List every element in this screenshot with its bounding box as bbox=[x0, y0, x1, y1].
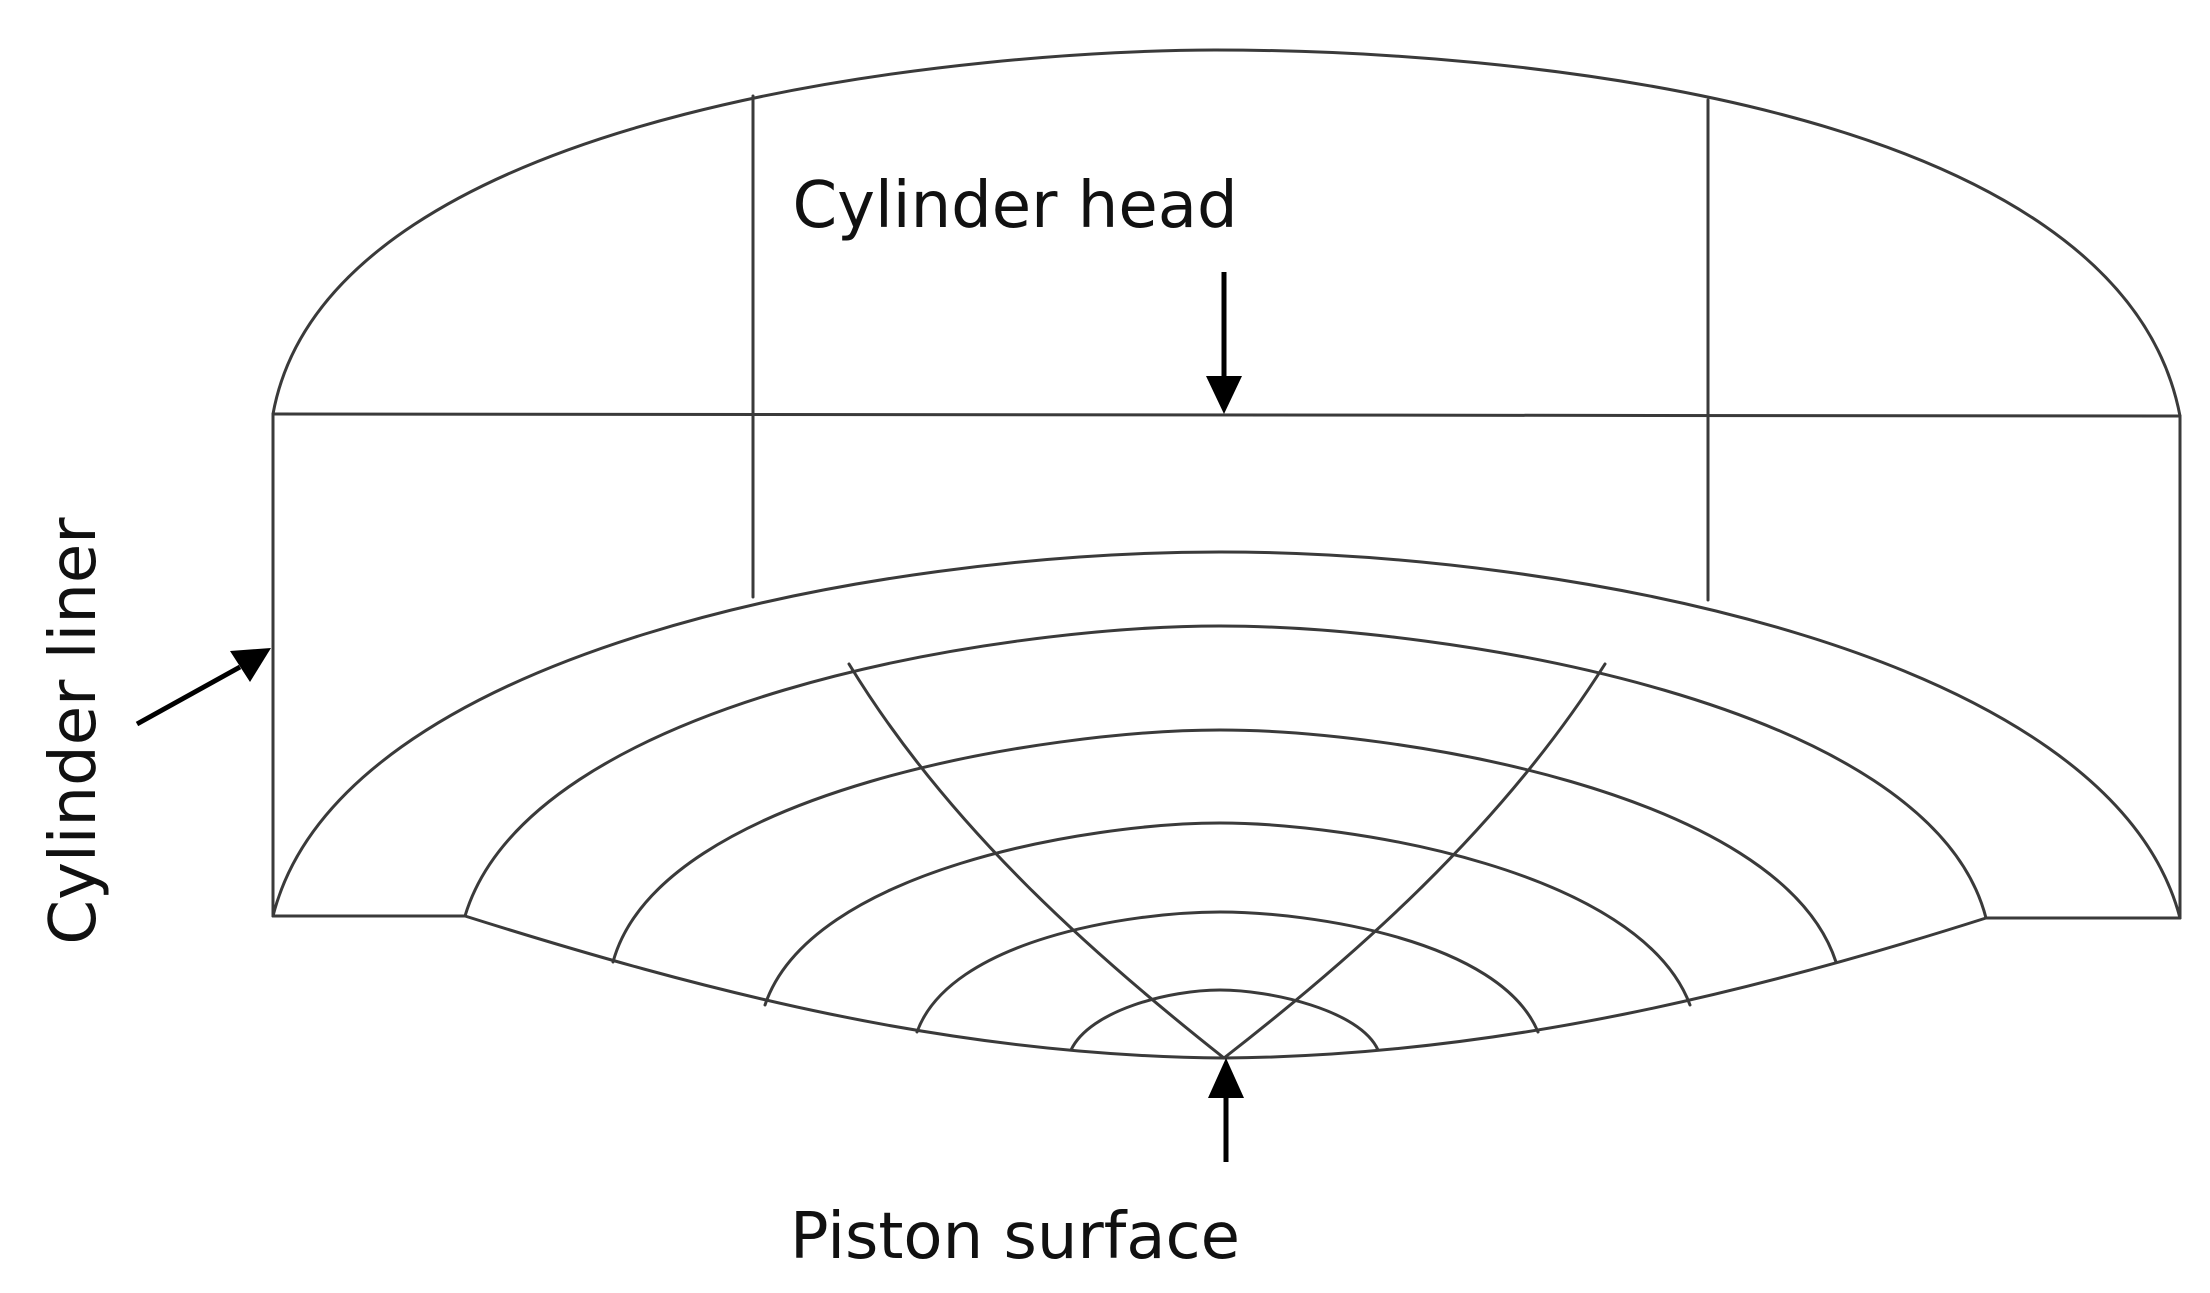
cylinder-liner-arrow-head bbox=[230, 648, 271, 682]
radial-divider-right bbox=[1222, 662, 1607, 1060]
bowl-ring-1 bbox=[271, 550, 2182, 920]
bowl-ring-5 bbox=[915, 910, 1540, 1034]
bowl-ring-2 bbox=[463, 624, 1988, 920]
cylinder-liner-label: Cylinder liner bbox=[37, 517, 111, 945]
cylinder-head-arrow bbox=[1206, 272, 1242, 414]
piston-surface-left bbox=[463, 914, 1226, 1060]
cylinder-liner-region bbox=[271, 412, 2182, 920]
piston-surface-arrow-head bbox=[1208, 1058, 1244, 1098]
piston-surface-arrow bbox=[1208, 1058, 1244, 1162]
bowl-ring-3 bbox=[611, 728, 1838, 964]
bowl-ring-6 bbox=[1069, 988, 1380, 1052]
radial-divider-left bbox=[847, 662, 1226, 1060]
bowl-rings bbox=[271, 550, 2182, 1052]
cylinder-liner-arrow bbox=[135, 648, 271, 727]
cylinder-head-base-line bbox=[271, 412, 2182, 418]
cylinder-liner-arrow-shaft bbox=[135, 664, 242, 727]
piston-surface-label: Piston surface bbox=[790, 1200, 1240, 1274]
cylinder-head-region bbox=[271, 48, 2182, 418]
cylinder-head-arrow-head bbox=[1206, 376, 1242, 414]
cylinder-head-dome bbox=[271, 48, 2182, 418]
cylinder-head-label: Cylinder head bbox=[792, 169, 1238, 243]
piston-surface-region bbox=[463, 662, 1988, 1060]
piston-surface-right bbox=[1222, 916, 1988, 1060]
bowl-ring-4 bbox=[763, 821, 1692, 1007]
